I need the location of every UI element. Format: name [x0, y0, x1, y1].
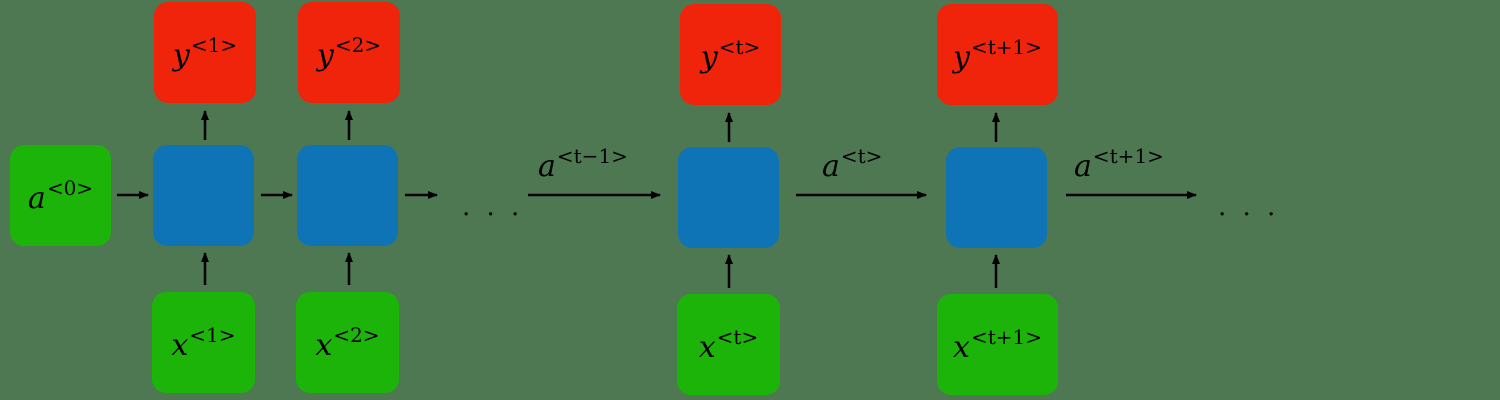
rnn-cell-2 — [297, 145, 398, 246]
output-label-1: y<1> — [172, 32, 238, 73]
output-label-2: y<2> — [316, 32, 382, 73]
transition-label-a-t-minus-1: a<t−1> — [538, 144, 628, 184]
output-box-t-plus-1: y<t+1> — [937, 4, 1058, 105]
input-label-1: x<1> — [171, 322, 236, 363]
initial-state-label: a<0> — [27, 175, 94, 216]
initial-state-box: a<0> — [10, 145, 111, 246]
rnn-cell-t — [678, 147, 779, 248]
input-label-2: x<2> — [315, 322, 380, 363]
input-box-2: x<2> — [296, 292, 399, 393]
input-box-t-plus-1: x<t+1> — [937, 294, 1058, 395]
input-label-t-plus-1: x<t+1> — [953, 324, 1042, 365]
ellipsis-middle: . . . — [462, 192, 524, 222]
rnn-cell-1 — [153, 145, 254, 246]
input-box-1: x<1> — [152, 292, 255, 393]
transition-label-a-t-plus-1: a<t+1> — [1074, 144, 1164, 184]
transition-label-a-t: a<t> — [822, 144, 883, 184]
output-label-t: y<t> — [700, 34, 761, 75]
output-label-t-plus-1: y<t+1> — [953, 34, 1042, 75]
ellipsis-end: . . . — [1218, 192, 1280, 222]
rnn-cell-t-plus-1 — [946, 147, 1047, 248]
input-box-t: x<t> — [677, 294, 780, 395]
input-label-t: x<t> — [698, 324, 759, 365]
output-box-1: y<1> — [154, 2, 256, 103]
output-box-2: y<2> — [298, 2, 400, 103]
output-box-t: y<t> — [680, 4, 781, 105]
